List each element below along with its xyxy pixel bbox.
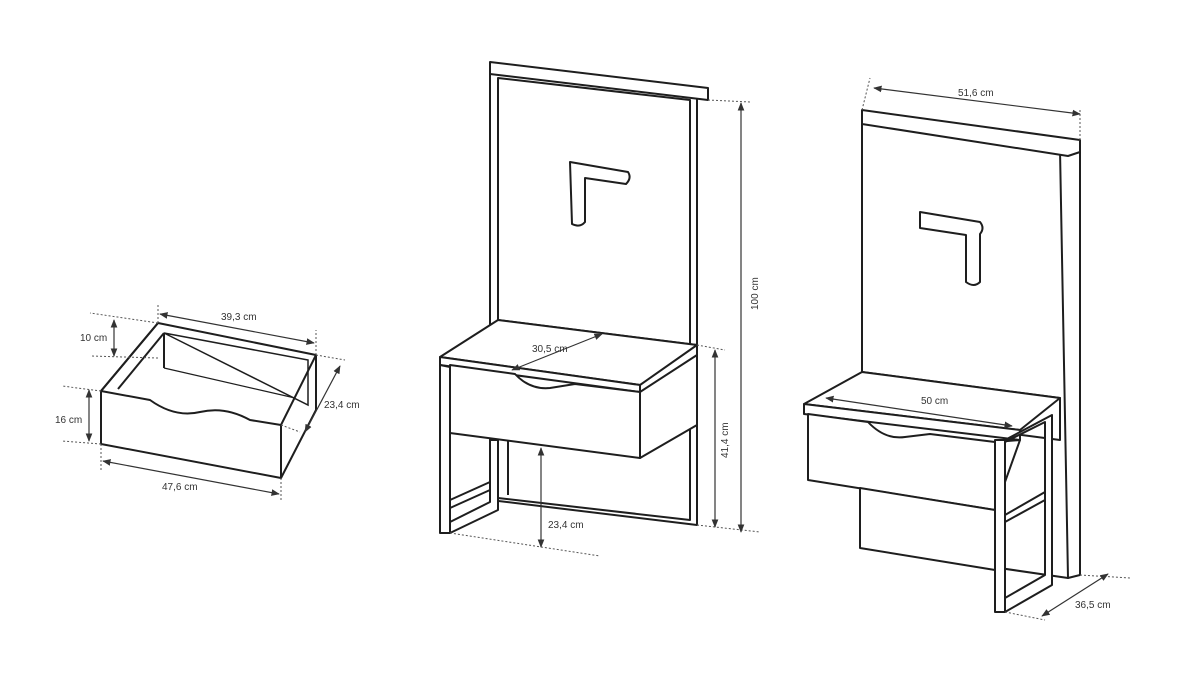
- total-width-label: 51,6 cm: [958, 88, 994, 99]
- drawer-drawing: [61, 305, 346, 500]
- drawer-width-label: 39,3 cm: [221, 312, 257, 323]
- table-height-label: 41,4 cm: [720, 422, 731, 458]
- drawer-front-height-label: 16 cm: [55, 415, 82, 426]
- drawer-depth-label: 23,4 cm: [324, 400, 360, 411]
- shelf-depth-label: 30,5 cm: [532, 344, 568, 355]
- drawer-front-width-label: 47,6 cm: [162, 482, 198, 493]
- nightstand-front-drawing: [439, 61, 761, 557]
- shelf-width-label: 50 cm: [921, 396, 948, 407]
- nightstand-angled-drawing: [803, 77, 1131, 621]
- total-height-label: 100 cm: [750, 277, 761, 310]
- clearance-label: 23,4 cm: [548, 520, 584, 531]
- depth-label: 36,5 cm: [1075, 600, 1111, 611]
- drawer-inner-height-label: 10 cm: [80, 333, 107, 344]
